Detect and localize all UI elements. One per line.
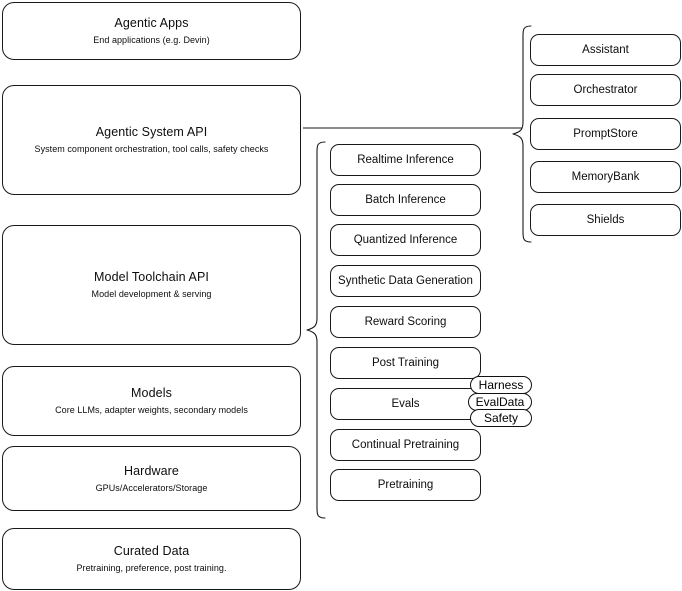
chip-label: Quantized Inference [353, 234, 458, 246]
chip-label: Batch Inference [365, 194, 446, 206]
layer-title: Hardware [124, 463, 179, 478]
toolchain-item-post-training[interactable]: Post Training [330, 347, 481, 379]
toolchain-item-continual-pretraining[interactable]: Continual Pretraining [330, 429, 481, 461]
layer-title: Model Toolchain API [94, 270, 209, 284]
toolchain-item-evals[interactable]: Evals [330, 388, 481, 420]
stack-layer-hardware[interactable]: Hardware GPUs/Accelerators/Storage [2, 446, 301, 511]
system-item-orchestrator[interactable]: Orchestrator [530, 74, 681, 106]
stack-layer-agentic-apps[interactable]: Agentic Apps End applications (e.g. Devi… [2, 2, 301, 60]
layer-title: Curated Data [113, 544, 190, 558]
evals-subcomponent-harness[interactable]: Harness [470, 376, 532, 394]
chip-label: Reward Scoring [364, 316, 447, 328]
toolchain-item-realtime-inference[interactable]: Realtime Inference [330, 144, 481, 176]
chip-label: PromptStore [573, 128, 638, 140]
pill-label: Safety [483, 411, 519, 425]
chip-label: Post Training [371, 357, 440, 369]
stack-layer-curated-data[interactable]: Curated Data Pretraining, preference, po… [2, 528, 301, 590]
toolchain-item-synthetic-data-generation[interactable]: Synthetic Data Generation [330, 265, 481, 297]
toolchain-item-batch-inference[interactable]: Batch Inference [330, 184, 481, 216]
stack-layer-models[interactable]: Models Core LLMs, adapter weights, secon… [2, 366, 301, 436]
toolchain-brace-icon [306, 141, 326, 519]
chip-label: Synthetic Data Generation [338, 275, 473, 287]
layer-title: Agentic System API [95, 125, 208, 139]
system-item-shields[interactable]: Shields [530, 204, 681, 236]
pill-label: Harness [478, 378, 524, 392]
chip-label: Evals [391, 398, 420, 410]
toolchain-item-pretraining[interactable]: Pretraining [330, 469, 481, 501]
layer-subtitle: End applications (e.g. Devin) [93, 35, 210, 45]
system-api-connector [303, 127, 522, 129]
evals-subcomponent-safety[interactable]: Safety [470, 409, 532, 427]
layer-subtitle: GPUs/Accelerators/Storage [95, 482, 208, 493]
system-item-promptstore[interactable]: PromptStore [530, 118, 681, 150]
layer-subtitle: Pretraining, preference, post training. [76, 563, 227, 573]
chip-label: Pretraining [377, 479, 434, 491]
chip-label: Realtime Inference [357, 154, 454, 166]
toolchain-item-reward-scoring[interactable]: Reward Scoring [330, 306, 481, 338]
stack-layer-agentic-system-api[interactable]: Agentic System API System component orch… [2, 85, 301, 195]
chip-label: MemoryBank [571, 171, 640, 183]
layer-title: Models [131, 386, 172, 400]
toolchain-item-quantized-inference[interactable]: Quantized Inference [330, 224, 481, 256]
chip-label: Assistant [582, 44, 629, 56]
system-item-memorybank[interactable]: MemoryBank [530, 161, 681, 193]
layer-subtitle: System component orchestration, tool cal… [34, 144, 269, 154]
chip-label: Continual Pretraining [351, 439, 460, 451]
pill-label: EvalData [475, 395, 525, 409]
layer-title: Agentic Apps [114, 16, 189, 30]
stack-layer-model-toolchain-api[interactable]: Model Toolchain API Model development & … [2, 225, 301, 345]
system-item-assistant[interactable]: Assistant [530, 34, 681, 66]
layer-subtitle: Model development & serving [91, 289, 212, 299]
layer-subtitle: Core LLMs, adapter weights, secondary mo… [55, 405, 248, 415]
chip-label: Shields [586, 214, 625, 226]
chip-label: Orchestrator [573, 84, 638, 96]
